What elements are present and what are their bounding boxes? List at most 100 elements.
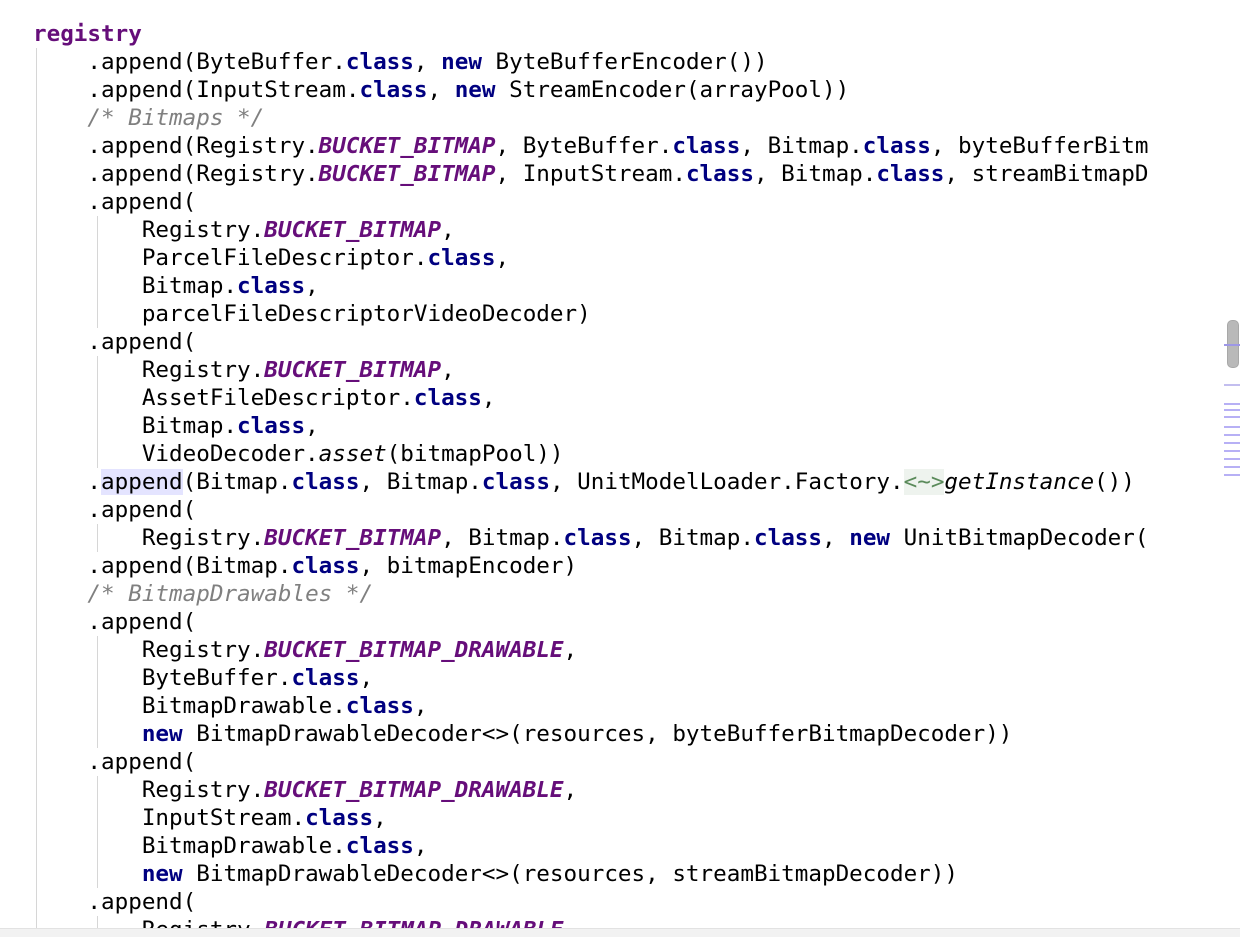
code-token: , [305, 273, 319, 299]
code-token: Registry. [33, 637, 265, 663]
code-token: , [359, 665, 374, 691]
code-line[interactable]: AssetFileDescriptor.class, [33, 384, 1148, 412]
indent-guide [97, 916, 98, 930]
code-line[interactable]: Registry.BUCKET_BITMAP, Bitmap.class, Bi… [33, 524, 1149, 552]
code-token: , Bitmap. [740, 133, 863, 159]
error-stripe-marker[interactable] [1224, 344, 1240, 346]
code-line[interactable]: ParcelFileDescriptor.class, [33, 244, 1148, 272]
code-line[interactable]: .append(Registry.BUCKET_BITMAP, ByteBuff… [33, 132, 1148, 160]
code-line[interactable]: .append( [33, 888, 1148, 916]
error-stripe-marker[interactable] [1224, 442, 1240, 444]
code-line[interactable]: .append(ByteBuffer.class, new ByteBuffer… [33, 48, 1148, 76]
code-token: ()) [1094, 469, 1135, 495]
code-token: .append( [33, 749, 197, 775]
code-text-area[interactable]: registry .append(ByteBuffer.class, new B… [33, 20, 1148, 937]
code-line[interactable]: new BitmapDrawableDecoder<>(resources, s… [33, 860, 1148, 888]
error-stripe-marker[interactable] [1224, 434, 1240, 436]
code-line[interactable]: InputStream.class, [33, 804, 1148, 832]
code-token: InputStream. [33, 805, 306, 831]
code-token: , [822, 525, 850, 551]
code-token: AssetFileDescriptor. [33, 385, 414, 411]
indent-guide [36, 48, 37, 930]
horizontal-scrollbar[interactable] [0, 928, 1240, 937]
constant-token: BUCKET_BITMAP [264, 217, 442, 243]
code-line[interactable]: BitmapDrawable.class, [33, 692, 1148, 720]
code-line[interactable]: .append( [33, 188, 1148, 216]
code-line[interactable]: .append( [33, 328, 1148, 356]
error-stripe-marker[interactable] [1224, 466, 1240, 468]
code-token: BitmapDrawable. [33, 693, 346, 719]
keyword-token: class [753, 525, 822, 551]
code-token: , [563, 637, 578, 663]
inlay-hint: <~> [903, 469, 945, 495]
code-line[interactable]: BitmapDrawable.class, [33, 832, 1148, 860]
vertical-scrollbar[interactable] [1222, 0, 1240, 930]
code-line[interactable]: .append(Bitmap.class, Bitmap.class, Unit… [33, 468, 1148, 496]
code-token: VideoDecoder. [33, 441, 319, 467]
error-stripe-marker[interactable] [1224, 458, 1240, 460]
constant-token: BUCKET_BITMAP [318, 133, 496, 159]
code-line[interactable]: .append( [33, 608, 1148, 636]
code-token: UnitBitmapDecoder( [890, 525, 1149, 551]
highlighted-usage-token: append [101, 469, 183, 495]
static-method-token: getInstance [944, 469, 1095, 495]
constant-token: BUCKET_BITMAP_DRAWABLE [264, 637, 564, 663]
code-line[interactable]: new BitmapDrawableDecoder<>(resources, b… [33, 720, 1148, 748]
code-line[interactable]: .append( [33, 748, 1148, 776]
code-token: , [495, 245, 510, 271]
error-stripe-marker[interactable] [1224, 416, 1240, 418]
code-line[interactable]: Registry.BUCKET_BITMAP_DRAWABLE, [33, 636, 1148, 664]
code-line[interactable]: Registry.BUCKET_BITMAP_DRAWABLE, [33, 776, 1148, 804]
static-method-token: asset [318, 441, 387, 467]
code-token: , bitmapEncoder) [359, 553, 578, 579]
error-stripe-marker[interactable] [1224, 403, 1240, 405]
code-token: , [413, 693, 428, 719]
code-line[interactable]: Bitmap.class, [33, 272, 1148, 300]
code-line[interactable]: Registry.BUCKET_BITMAP, [33, 216, 1148, 244]
code-token: .append(Bitmap. [33, 553, 292, 579]
code-line[interactable]: parcelFileDescriptorVideoDecoder) [33, 300, 1148, 328]
keyword-token: class [685, 161, 754, 187]
code-line[interactable]: Registry.BUCKET_BITMAP, [33, 356, 1148, 384]
indent-guide [97, 216, 98, 328]
keyword-token: new [141, 861, 183, 887]
code-token: (Bitmap. [182, 469, 292, 495]
keyword-token: class [563, 525, 632, 551]
constant-token: BUCKET_BITMAP_DRAWABLE [264, 777, 564, 803]
code-token: .append( [33, 189, 197, 215]
code-line[interactable]: .append(Bitmap.class, bitmapEncoder) [33, 552, 1148, 580]
code-line[interactable]: .append(Registry.BUCKET_BITMAP, InputStr… [33, 160, 1148, 188]
code-line[interactable]: registry [33, 20, 1148, 48]
constant-token: BUCKET_BITMAP [264, 357, 442, 383]
keyword-token: new [849, 525, 891, 551]
code-token: , InputStream. [495, 161, 686, 187]
indent-guide [97, 636, 98, 748]
code-token [33, 105, 87, 131]
code-token: Registry. [33, 777, 265, 803]
code-token: , ByteBuffer. [495, 133, 673, 159]
keyword-token: class [672, 133, 741, 159]
keyword-token: class [427, 245, 496, 271]
code-token: , byteBufferBitm [930, 133, 1149, 159]
code-line[interactable]: Bitmap.class, [33, 412, 1148, 440]
code-token: , [441, 217, 455, 243]
error-stripe-marker[interactable] [1224, 409, 1240, 411]
keyword-token: new [441, 49, 482, 75]
code-token: .append( [33, 329, 197, 355]
keyword-token: class [481, 469, 550, 495]
keyword-token: class [237, 413, 306, 439]
code-line[interactable]: /* BitmapDrawables */ [33, 580, 1148, 608]
code-token: , Bitmap. [753, 161, 877, 187]
code-line[interactable]: .append(InputStream.class, new StreamEnc… [33, 76, 1148, 104]
code-token: , Bitmap. [359, 469, 482, 495]
error-stripe-marker[interactable] [1224, 426, 1240, 428]
code-line[interactable]: VideoDecoder.asset(bitmapPool)) [33, 440, 1148, 468]
error-stripe-marker[interactable] [1224, 474, 1240, 476]
error-stripe-marker[interactable] [1224, 384, 1240, 386]
code-line[interactable]: ByteBuffer.class, [33, 664, 1148, 692]
code-line[interactable]: /* Bitmaps */ [33, 104, 1148, 132]
code-token: , UnitModelLoader.Factory. [549, 469, 904, 495]
code-line[interactable]: .append( [33, 496, 1148, 524]
error-stripe-marker[interactable] [1224, 450, 1240, 452]
